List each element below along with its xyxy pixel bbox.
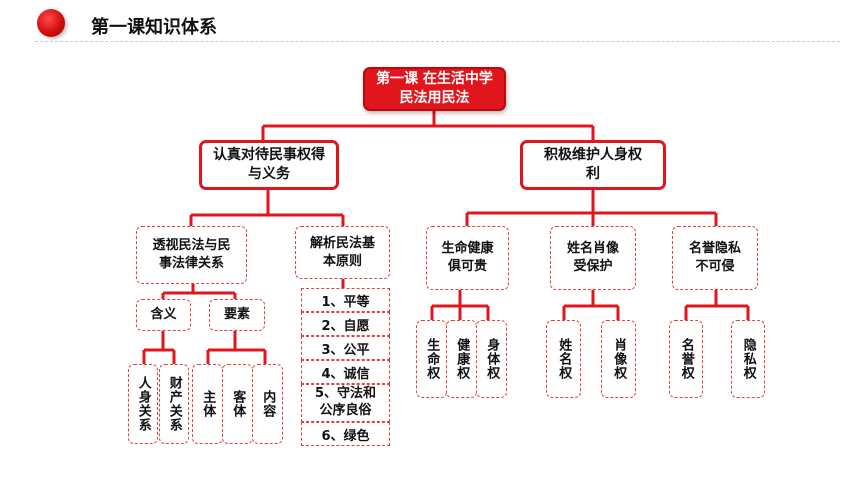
principle-item: 6、绿色 bbox=[301, 422, 390, 446]
name-item: 肖像权 bbox=[601, 320, 636, 398]
sub-relations-line2: 事法律关系 bbox=[158, 256, 224, 271]
page-title: 第一课知识体系 bbox=[91, 17, 217, 38]
root-line1: 第一课 在生活中学 bbox=[376, 71, 493, 88]
branch-right-line2: 利 bbox=[586, 166, 600, 182]
sub-relations-node: 透视民法与民 事法律关系 bbox=[136, 226, 247, 284]
sub-name-line2: 受保护 bbox=[573, 259, 613, 274]
element-item: 主体 bbox=[192, 364, 223, 444]
sub-honor-line2: 不可侵 bbox=[695, 259, 735, 274]
branch-left-line2: 与义务 bbox=[248, 166, 290, 182]
elements-node: 要素 bbox=[209, 299, 265, 331]
principle-item: 2、自愿 bbox=[301, 312, 390, 336]
sub-life-node: 生命健康 俱可贵 bbox=[426, 226, 509, 290]
meaning-item: 人身关系 bbox=[128, 364, 158, 444]
branch-left-line1: 认真对待民事权得 bbox=[213, 147, 325, 164]
sub-life-line1: 生命健康 bbox=[441, 241, 494, 257]
sub-life-line2: 俱可贵 bbox=[447, 259, 487, 274]
root-line2: 民法用民法 bbox=[399, 90, 470, 106]
principle-item: 1、平等 bbox=[301, 288, 390, 312]
principle-item: 3、公平 bbox=[301, 336, 390, 360]
sub-name-node: 姓名肖像 受保护 bbox=[550, 226, 636, 290]
branch-left-node: 认真对待民事权得 与义务 bbox=[199, 140, 339, 190]
principle-item: 5、守法和公序良俗 bbox=[301, 384, 390, 422]
branch-right-line1: 积极维护人身权 bbox=[544, 147, 642, 164]
meaning-item: 财产关系 bbox=[159, 364, 189, 444]
sub-principles-node: 解析民法基 本原则 bbox=[295, 226, 390, 279]
sub-name-line1: 姓名肖像 bbox=[566, 241, 619, 257]
root-node: 第一课 在生活中学 民法用民法 bbox=[363, 67, 506, 111]
life-item: 生命权 bbox=[416, 320, 447, 398]
life-item: 身体权 bbox=[476, 320, 507, 398]
element-item: 客体 bbox=[222, 364, 253, 444]
branch-right-node: 积极维护人身权 利 bbox=[520, 140, 666, 190]
sub-relations-line1: 透视民法与民 bbox=[152, 238, 231, 254]
element-item: 内容 bbox=[252, 364, 283, 444]
header-divider bbox=[35, 41, 840, 42]
principle-item: 4、诚信 bbox=[301, 360, 390, 384]
sub-honor-line1: 名誉隐私 bbox=[688, 241, 741, 257]
name-item: 姓名权 bbox=[546, 320, 581, 398]
sub-principles-line1: 解析民法基 bbox=[309, 235, 375, 251]
meaning-node: 含义 bbox=[136, 299, 191, 331]
header-bullet-icon bbox=[37, 9, 65, 37]
honor-item: 名誉权 bbox=[669, 320, 703, 398]
sub-principles-line2: 本原则 bbox=[322, 253, 362, 269]
life-item: 健康权 bbox=[446, 320, 477, 398]
honor-item: 隐私权 bbox=[731, 320, 765, 398]
sub-honor-node: 名誉隐私 不可侵 bbox=[672, 226, 758, 290]
